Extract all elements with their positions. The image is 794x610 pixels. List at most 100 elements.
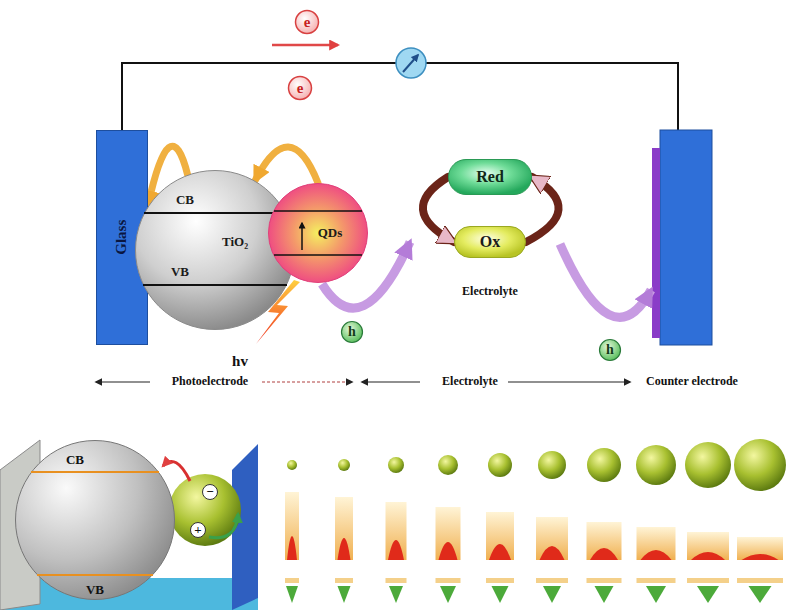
size-series (685, 442, 731, 488)
energy-level (274, 210, 362, 212)
size-series (488, 453, 512, 477)
region-label: Electrolyte (462, 285, 518, 298)
redox-species-shape (455, 227, 526, 258)
node-outline (15, 440, 175, 600)
band-label: CB (66, 453, 84, 467)
band-label: TiO₂ (222, 235, 248, 249)
band-column (388, 540, 404, 560)
tio2-particle: CBVB (15, 440, 175, 600)
electron-symbol: e (304, 14, 311, 31)
band-column (687, 578, 729, 583)
band-column (285, 578, 299, 583)
axis-label: Electrolyte (442, 375, 498, 388)
band-column (595, 586, 614, 603)
axis-label: Counter electrode (646, 375, 738, 388)
species-label: Red (476, 168, 504, 186)
quantum-dot-sphere (209, 514, 238, 538)
size-series (438, 455, 458, 475)
transfer-arrow (255, 147, 318, 183)
tio2-particle-shape (136, 171, 295, 330)
band-column (286, 586, 298, 603)
counter-electrode (660, 130, 712, 345)
band-column (486, 512, 514, 560)
band-column (335, 578, 353, 583)
axis-arrow (96, 381, 150, 382)
band-column (742, 554, 779, 560)
band-column (489, 544, 511, 560)
band-column (285, 492, 299, 560)
band-column (587, 578, 622, 583)
quantum-dot: QDs (268, 183, 368, 283)
size-series (538, 451, 566, 479)
transfer-arrow (526, 177, 559, 242)
band-column (749, 586, 772, 603)
hole-badge-shape (600, 340, 621, 361)
cell-box (0, 440, 258, 610)
electron-badge: e (295, 10, 319, 34)
hole-badge-shape (342, 322, 363, 343)
axis-arrow (508, 381, 630, 382)
band-column (536, 578, 568, 583)
photon-label: hv (232, 353, 248, 370)
electron-symbol: e (297, 80, 304, 97)
axis-arrow (262, 381, 352, 382)
charge-sign: + (190, 522, 206, 538)
hole-badge: h (599, 339, 621, 361)
external-circuit (396, 48, 426, 78)
counter-electrode (652, 148, 660, 338)
band-column (536, 517, 568, 560)
band-column (338, 538, 351, 560)
qd-label: QDs (318, 226, 343, 240)
band-column (637, 578, 676, 583)
size-series (636, 445, 676, 485)
band-column (389, 586, 403, 603)
band-column (439, 542, 458, 560)
electron-badge-shape (289, 77, 312, 100)
energy-level (144, 212, 286, 214)
electron-badge: e (288, 76, 312, 100)
axis-label: Photoelectrode (172, 375, 248, 388)
band-column (436, 507, 461, 560)
band-column (697, 586, 719, 603)
quantum-dot-sphere (169, 474, 241, 546)
band-column (436, 578, 461, 583)
band-column (587, 522, 622, 560)
redox-species: Red (448, 159, 532, 195)
transfer-arrow (423, 177, 454, 242)
quantum-dot-shape (269, 184, 368, 283)
energy-level (37, 574, 153, 576)
size-series (338, 459, 350, 471)
hole-badge: h (341, 321, 363, 343)
band-column (492, 586, 509, 603)
charge-sign: − (202, 484, 218, 500)
quantum-dot-sphere (163, 461, 241, 546)
band-column (285, 492, 783, 603)
redox-species: Ox (454, 226, 526, 258)
band-column (386, 502, 407, 560)
band-column (543, 586, 561, 603)
band-column (641, 550, 672, 560)
band-column (590, 548, 618, 560)
size-series (287, 439, 786, 491)
size-series (287, 460, 297, 470)
electron-badge-shape (296, 11, 319, 34)
band-column (338, 586, 351, 603)
external-circuit (272, 44, 338, 47)
band-column (691, 552, 725, 560)
band-label: VB (171, 265, 189, 279)
quantum-dot-sphere (163, 461, 190, 481)
electrode-name: Glass (114, 220, 131, 255)
tio2-particle-shape (16, 441, 175, 600)
axis-arrow (362, 381, 420, 382)
band-column (687, 532, 729, 560)
size-series (388, 457, 404, 473)
counter-electrode (652, 130, 712, 345)
energy-level (143, 284, 287, 286)
external-circuit (122, 45, 678, 130)
band-column (637, 527, 676, 560)
species-label: Ox (480, 233, 500, 251)
band-column (737, 537, 783, 560)
external-circuit (403, 55, 418, 72)
band-column (646, 586, 666, 603)
redox-species-shape (449, 160, 532, 195)
